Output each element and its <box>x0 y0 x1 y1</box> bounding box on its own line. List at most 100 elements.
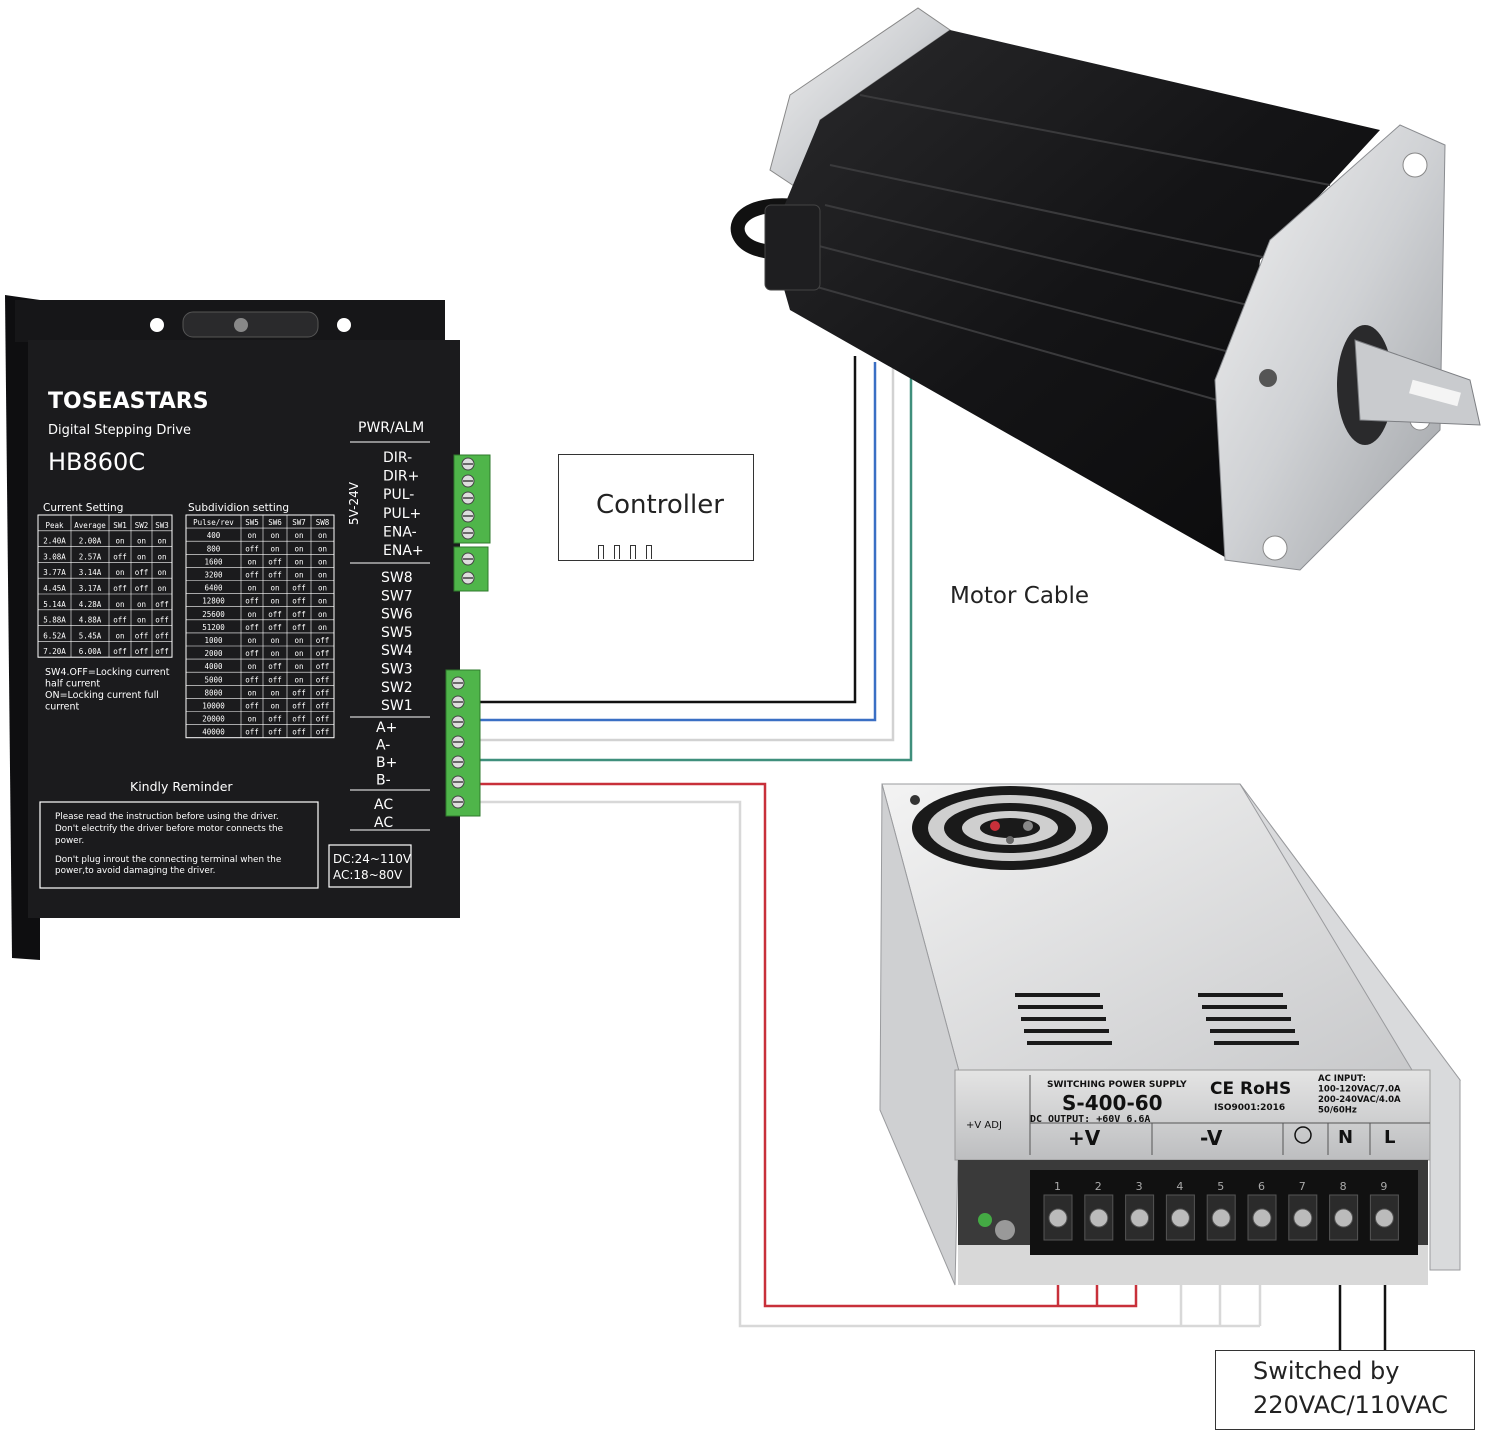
switch-note-box <box>1215 1350 1475 1430</box>
current-note-line: SW4.OFF=Locking current <box>45 667 170 678</box>
table-cell: 4000 <box>204 662 223 671</box>
psu-iso: ISO9001:2016 <box>1214 1103 1285 1113</box>
terminal-screws <box>451 457 475 809</box>
table-cell: off <box>245 649 259 658</box>
power-terminal-label: AC <box>374 815 393 831</box>
table-cell: off <box>316 636 330 645</box>
table-cell: on <box>318 610 327 619</box>
table-cell: off <box>292 584 306 593</box>
table-cell: on <box>247 610 256 619</box>
psu-side <box>879 783 961 1286</box>
switch-note-line2: 220VAC/110VAC <box>1253 1391 1448 1419</box>
table-cell: off <box>268 662 282 671</box>
table-cell: on <box>270 597 279 606</box>
psu-terminal-number: 3 <box>1136 1180 1143 1193</box>
table-cell: on <box>247 688 256 697</box>
psu-terminal-number: 5 <box>1217 1180 1224 1193</box>
signal-terminal-label: ENA- <box>383 524 417 540</box>
psu-terminal-number: 2 <box>1095 1180 1102 1193</box>
table-cell: on <box>318 597 327 606</box>
table-cell: 3.77A <box>43 568 66 577</box>
table-cell: off <box>113 647 127 656</box>
motor-front-flange <box>1214 124 1446 571</box>
reminder-box <box>39 801 319 889</box>
screw-icon <box>1334 1208 1354 1228</box>
table-cell: off <box>245 675 259 684</box>
table-cell: off <box>292 715 306 724</box>
psu-terminal-number: 1 <box>1054 1180 1061 1193</box>
table-cell: 6400 <box>204 584 223 593</box>
wire-white-b-plus <box>480 366 895 742</box>
driver-terminal-labels: DIR-DIR+PUL-PUL+ENA-ENA+SW8SW7SW6SW5SW4S… <box>374 450 424 831</box>
table-cell: off <box>245 728 259 737</box>
current-note-line: current <box>45 702 80 713</box>
table-cell: 25600 <box>202 610 225 619</box>
table-cell: 10000 <box>202 702 225 711</box>
reminder-line: power,to avoid damaging the driver. <box>55 866 215 876</box>
table-header-cell: SW7 <box>292 518 306 527</box>
table-cell: 400 <box>207 531 221 540</box>
table-cell: off <box>155 647 169 656</box>
table-cell: off <box>316 702 330 711</box>
table-cell: on <box>294 531 303 540</box>
subdiv-setting-table: Pulse/rev4008001600320064001280025600512… <box>185 514 335 739</box>
table-cell: on <box>294 544 303 553</box>
table-cell: on <box>137 616 146 625</box>
ground-icon <box>1294 1126 1312 1144</box>
dip-switch-label: SW5 <box>381 625 413 641</box>
table-cell: off <box>268 571 282 580</box>
motor-connector <box>764 204 821 291</box>
power-terminal-label: AC <box>374 797 393 813</box>
driver-voltage-rating: DC:24~110VAC:18~80V <box>333 852 412 882</box>
table-cell: off <box>245 702 259 711</box>
table-cell: on <box>247 715 256 724</box>
table-cell: 4.88A <box>79 616 102 625</box>
table-cell: off <box>113 584 127 593</box>
table-cell: 3200 <box>204 571 223 580</box>
table-cell: off <box>268 728 282 737</box>
driver-pwr-alm: PWR/ALM <box>358 420 424 436</box>
dip-switch-label: SW6 <box>381 607 413 623</box>
table-cell: off <box>292 702 306 711</box>
table-header-cell: SW3 <box>155 521 169 530</box>
table-cell: on <box>115 631 124 640</box>
motor-terminal-label: A- <box>376 738 390 754</box>
screw-icon <box>1130 1208 1150 1228</box>
dip-switch-label: SW1 <box>381 698 413 714</box>
signal-terminal-label: DIR+ <box>383 469 419 485</box>
wire-green-b-minus <box>480 370 913 762</box>
table-cell: 5.45A <box>79 631 102 640</box>
table-cell: off <box>113 616 127 625</box>
table-cell: on <box>294 636 303 645</box>
table-cell: 1000 <box>204 636 223 645</box>
table-cell: off <box>316 649 330 658</box>
table-cell: off <box>268 715 282 724</box>
table-header-cell: Average <box>74 521 106 530</box>
driver-subtitle: Digital Stepping Drive <box>48 423 191 438</box>
current-setting-title: Current Setting <box>43 502 123 514</box>
table-cell: on <box>157 584 166 593</box>
motor-terminal-label: B+ <box>376 755 397 771</box>
table-cell: on <box>137 552 146 561</box>
table-header-cell: Pulse/rev <box>193 518 234 527</box>
table-cell: on <box>270 544 279 553</box>
psu-term-n: N <box>1338 1127 1353 1148</box>
table-cell: 40000 <box>202 728 225 737</box>
driver-voltage-box <box>328 844 412 888</box>
table-cell: 4.45A <box>43 584 66 593</box>
psu-terminal-number: 6 <box>1258 1180 1265 1193</box>
table-cell: 2.57A <box>79 552 102 561</box>
wire-red-ac <box>480 782 1058 1308</box>
table-header-cell: SW6 <box>268 518 282 527</box>
table-cell: on <box>157 568 166 577</box>
signal-terminal-label: ENA+ <box>383 543 424 559</box>
controller-box <box>558 454 754 561</box>
table-cell: on <box>270 702 279 711</box>
screw-icon <box>1170 1208 1190 1228</box>
table-cell: on <box>318 531 327 540</box>
psu-terminal-number: 4 <box>1176 1180 1183 1193</box>
wire-blue-a-minus <box>480 362 877 722</box>
table-cell: 8000 <box>204 688 223 697</box>
table-cell: off <box>292 623 306 632</box>
psu-terminal-number: 8 <box>1340 1180 1347 1193</box>
